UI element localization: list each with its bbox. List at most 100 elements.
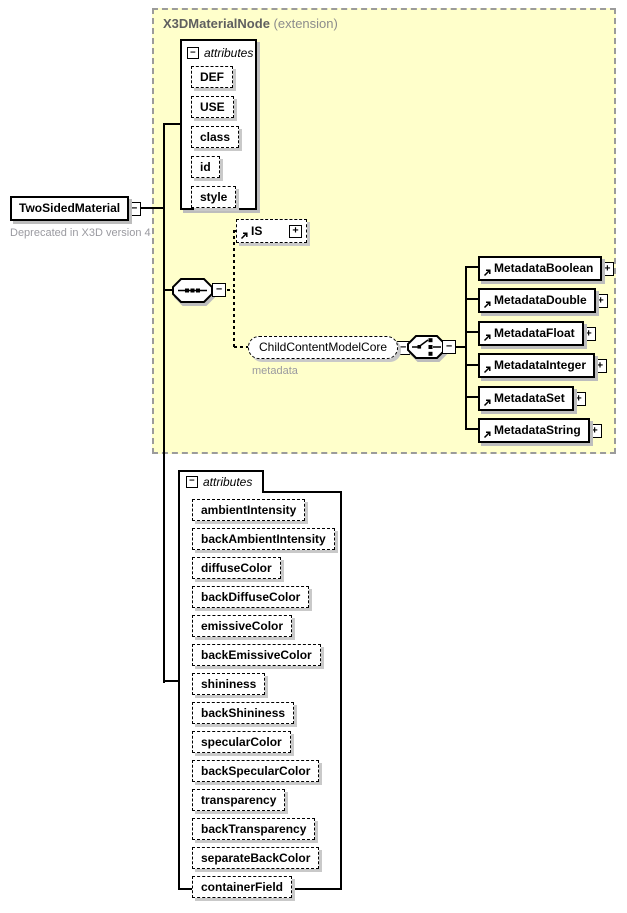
attribute-label: diffuseColor bbox=[201, 561, 272, 575]
attribute-box-style[interactable]: style bbox=[191, 186, 237, 208]
attribute-box-containerfield[interactable]: containerField bbox=[192, 876, 293, 898]
attribute-box-specularcolor[interactable]: specularColor bbox=[192, 731, 291, 753]
element-box-metadatadouble[interactable]: MetadataDouble bbox=[478, 288, 596, 313]
expand-glyph: + bbox=[585, 327, 592, 339]
root-element-row: TwoSidedMaterial − bbox=[10, 196, 142, 221]
extension-title-suffix: (extension) bbox=[269, 16, 338, 31]
expand-icon[interactable]: + bbox=[600, 261, 615, 276]
attribute-box-diffusecolor[interactable]: diffuseColor bbox=[192, 557, 281, 579]
attribute-box-ambientintensity[interactable]: ambientIntensity bbox=[192, 499, 306, 521]
expand-glyph: + bbox=[597, 294, 604, 306]
attribute-label: shininess bbox=[201, 677, 257, 691]
connector-to-sequence bbox=[164, 289, 174, 291]
attribute-box-backtransparency[interactable]: backTransparency bbox=[192, 818, 316, 840]
attribute-label: separateBackColor bbox=[201, 851, 311, 865]
connector-to-upper-attributes bbox=[164, 123, 180, 125]
attribute-label: emissiveColor bbox=[201, 619, 284, 633]
attribute-label: transparency bbox=[201, 793, 277, 807]
element-box-metadatastring[interactable]: MetadataString bbox=[478, 418, 590, 443]
extension-title-name: X3DMaterialNode bbox=[163, 16, 270, 31]
attributes-group-label: attributes bbox=[203, 474, 253, 489]
expand-icon[interactable]: + bbox=[593, 293, 608, 308]
connector-stub-metadatainteger bbox=[465, 364, 478, 366]
sequence-icon bbox=[172, 278, 213, 303]
content-model-annotation: metadata bbox=[252, 365, 298, 377]
expand-icon[interactable]: + bbox=[571, 391, 586, 406]
connector-stub-metadatastring bbox=[465, 428, 478, 430]
attribute-label: class bbox=[200, 130, 231, 144]
element-box-metadatafloat[interactable]: MetadataFloat bbox=[478, 321, 584, 346]
content-model-label: ChildContentModelCore bbox=[259, 340, 388, 354]
reference-arrow-icon bbox=[483, 301, 491, 309]
metadata-element-row: MetadataFloat + bbox=[478, 321, 596, 346]
metadata-element-row: MetadataInteger + bbox=[478, 353, 608, 378]
reference-arrow-icon bbox=[483, 269, 491, 277]
expand-icon[interactable]: + bbox=[581, 326, 596, 341]
attribute-label: containerField bbox=[201, 880, 284, 894]
attribute-box-backspecularcolor[interactable]: backSpecularColor bbox=[192, 760, 320, 782]
content-model-box[interactable]: ChildContentModelCore bbox=[248, 336, 399, 359]
reference-arrow-icon bbox=[483, 334, 491, 342]
connector-dashed-branch bbox=[233, 230, 235, 348]
content-model-row: ChildContentModelCore − bbox=[248, 336, 411, 359]
collapse-glyph: − bbox=[189, 476, 195, 486]
connector-stub-metadataset bbox=[465, 396, 478, 398]
element-label: MetadataFloat bbox=[494, 326, 575, 340]
element-box-metadatainteger[interactable]: MetadataInteger bbox=[478, 353, 596, 378]
element-label: MetadataSet bbox=[494, 391, 565, 405]
collapse-glyph: − bbox=[215, 284, 223, 295]
attribute-box-transparency[interactable]: transparency bbox=[192, 789, 286, 811]
attribute-box-shininess[interactable]: shininess bbox=[192, 673, 266, 695]
metadata-element-row: MetadataBoolean + bbox=[478, 256, 615, 281]
connector-to-own-attributes bbox=[164, 680, 178, 682]
attribute-label: backSpecularColor bbox=[201, 764, 311, 778]
choice-icon bbox=[407, 335, 446, 359]
element-label: MetadataDouble bbox=[494, 293, 587, 307]
attribute-box-def[interactable]: DEF bbox=[191, 66, 233, 88]
expand-icon[interactable]: + bbox=[593, 358, 608, 373]
deprecation-note: Deprecated in X3D version 4 bbox=[10, 227, 151, 239]
expand-icon[interactable]: + bbox=[587, 423, 602, 438]
collapse-glyph: − bbox=[445, 341, 453, 352]
attribute-box-class[interactable]: class bbox=[191, 126, 240, 148]
attribute-label: id bbox=[200, 160, 211, 174]
attribute-box-use[interactable]: USE bbox=[191, 96, 234, 118]
attribute-label: DEF bbox=[200, 70, 224, 84]
collapse-icon[interactable]: − bbox=[212, 283, 226, 297]
collapse-icon[interactable]: − bbox=[187, 47, 199, 59]
element-label: MetadataInteger bbox=[494, 358, 587, 372]
element-label: MetadataString bbox=[494, 423, 581, 437]
own-attributes-header: − attributes bbox=[178, 470, 264, 491]
reference-arrow-icon bbox=[483, 366, 491, 374]
attribute-box-separatebackcolor[interactable]: separateBackColor bbox=[192, 847, 320, 869]
extension-attributes-header: − attributes bbox=[182, 41, 255, 63]
attribute-box-backshininess[interactable]: backShininess bbox=[192, 702, 295, 724]
connector-trunk bbox=[163, 123, 165, 683]
attribute-label: backShininess bbox=[201, 706, 286, 720]
attribute-box-backdiffusecolor[interactable]: backDiffuseColor bbox=[192, 586, 310, 608]
attribute-label: backAmbientIntensity bbox=[201, 532, 326, 546]
reference-arrow-icon bbox=[240, 232, 248, 240]
collapse-icon[interactable]: − bbox=[127, 201, 142, 216]
is-element-box[interactable]: IS + bbox=[236, 219, 307, 243]
attribute-label: backEmissiveColor bbox=[201, 648, 312, 662]
root-element-box[interactable]: TwoSidedMaterial bbox=[10, 196, 130, 221]
attribute-label: backTransparency bbox=[201, 822, 307, 836]
connector-rail bbox=[465, 266, 467, 430]
reference-arrow-icon bbox=[483, 399, 491, 407]
reference-arrow-icon bbox=[483, 431, 491, 439]
attribute-box-backambientintensity[interactable]: backAmbientIntensity bbox=[192, 528, 335, 550]
attribute-box-emissivecolor[interactable]: emissiveColor bbox=[192, 615, 293, 637]
root-element-label: TwoSidedMaterial bbox=[19, 201, 121, 215]
own-attributes-group: ambientIntensity backAmbientIntensity di… bbox=[178, 491, 342, 898]
collapse-glyph: − bbox=[190, 47, 196, 58]
element-box-metadataboolean[interactable]: MetadataBoolean bbox=[478, 256, 603, 281]
collapse-icon[interactable]: − bbox=[186, 475, 198, 488]
element-box-metadataset[interactable]: MetadataSet bbox=[478, 386, 574, 411]
extension-title: X3DMaterialNode (extension) bbox=[154, 10, 614, 37]
attribute-box-backemissivecolor[interactable]: backEmissiveColor bbox=[192, 644, 321, 666]
expand-glyph: + bbox=[292, 225, 299, 236]
attribute-box-id[interactable]: id bbox=[191, 156, 220, 178]
collapse-icon[interactable]: − bbox=[442, 340, 456, 354]
expand-icon[interactable]: + bbox=[289, 224, 302, 238]
